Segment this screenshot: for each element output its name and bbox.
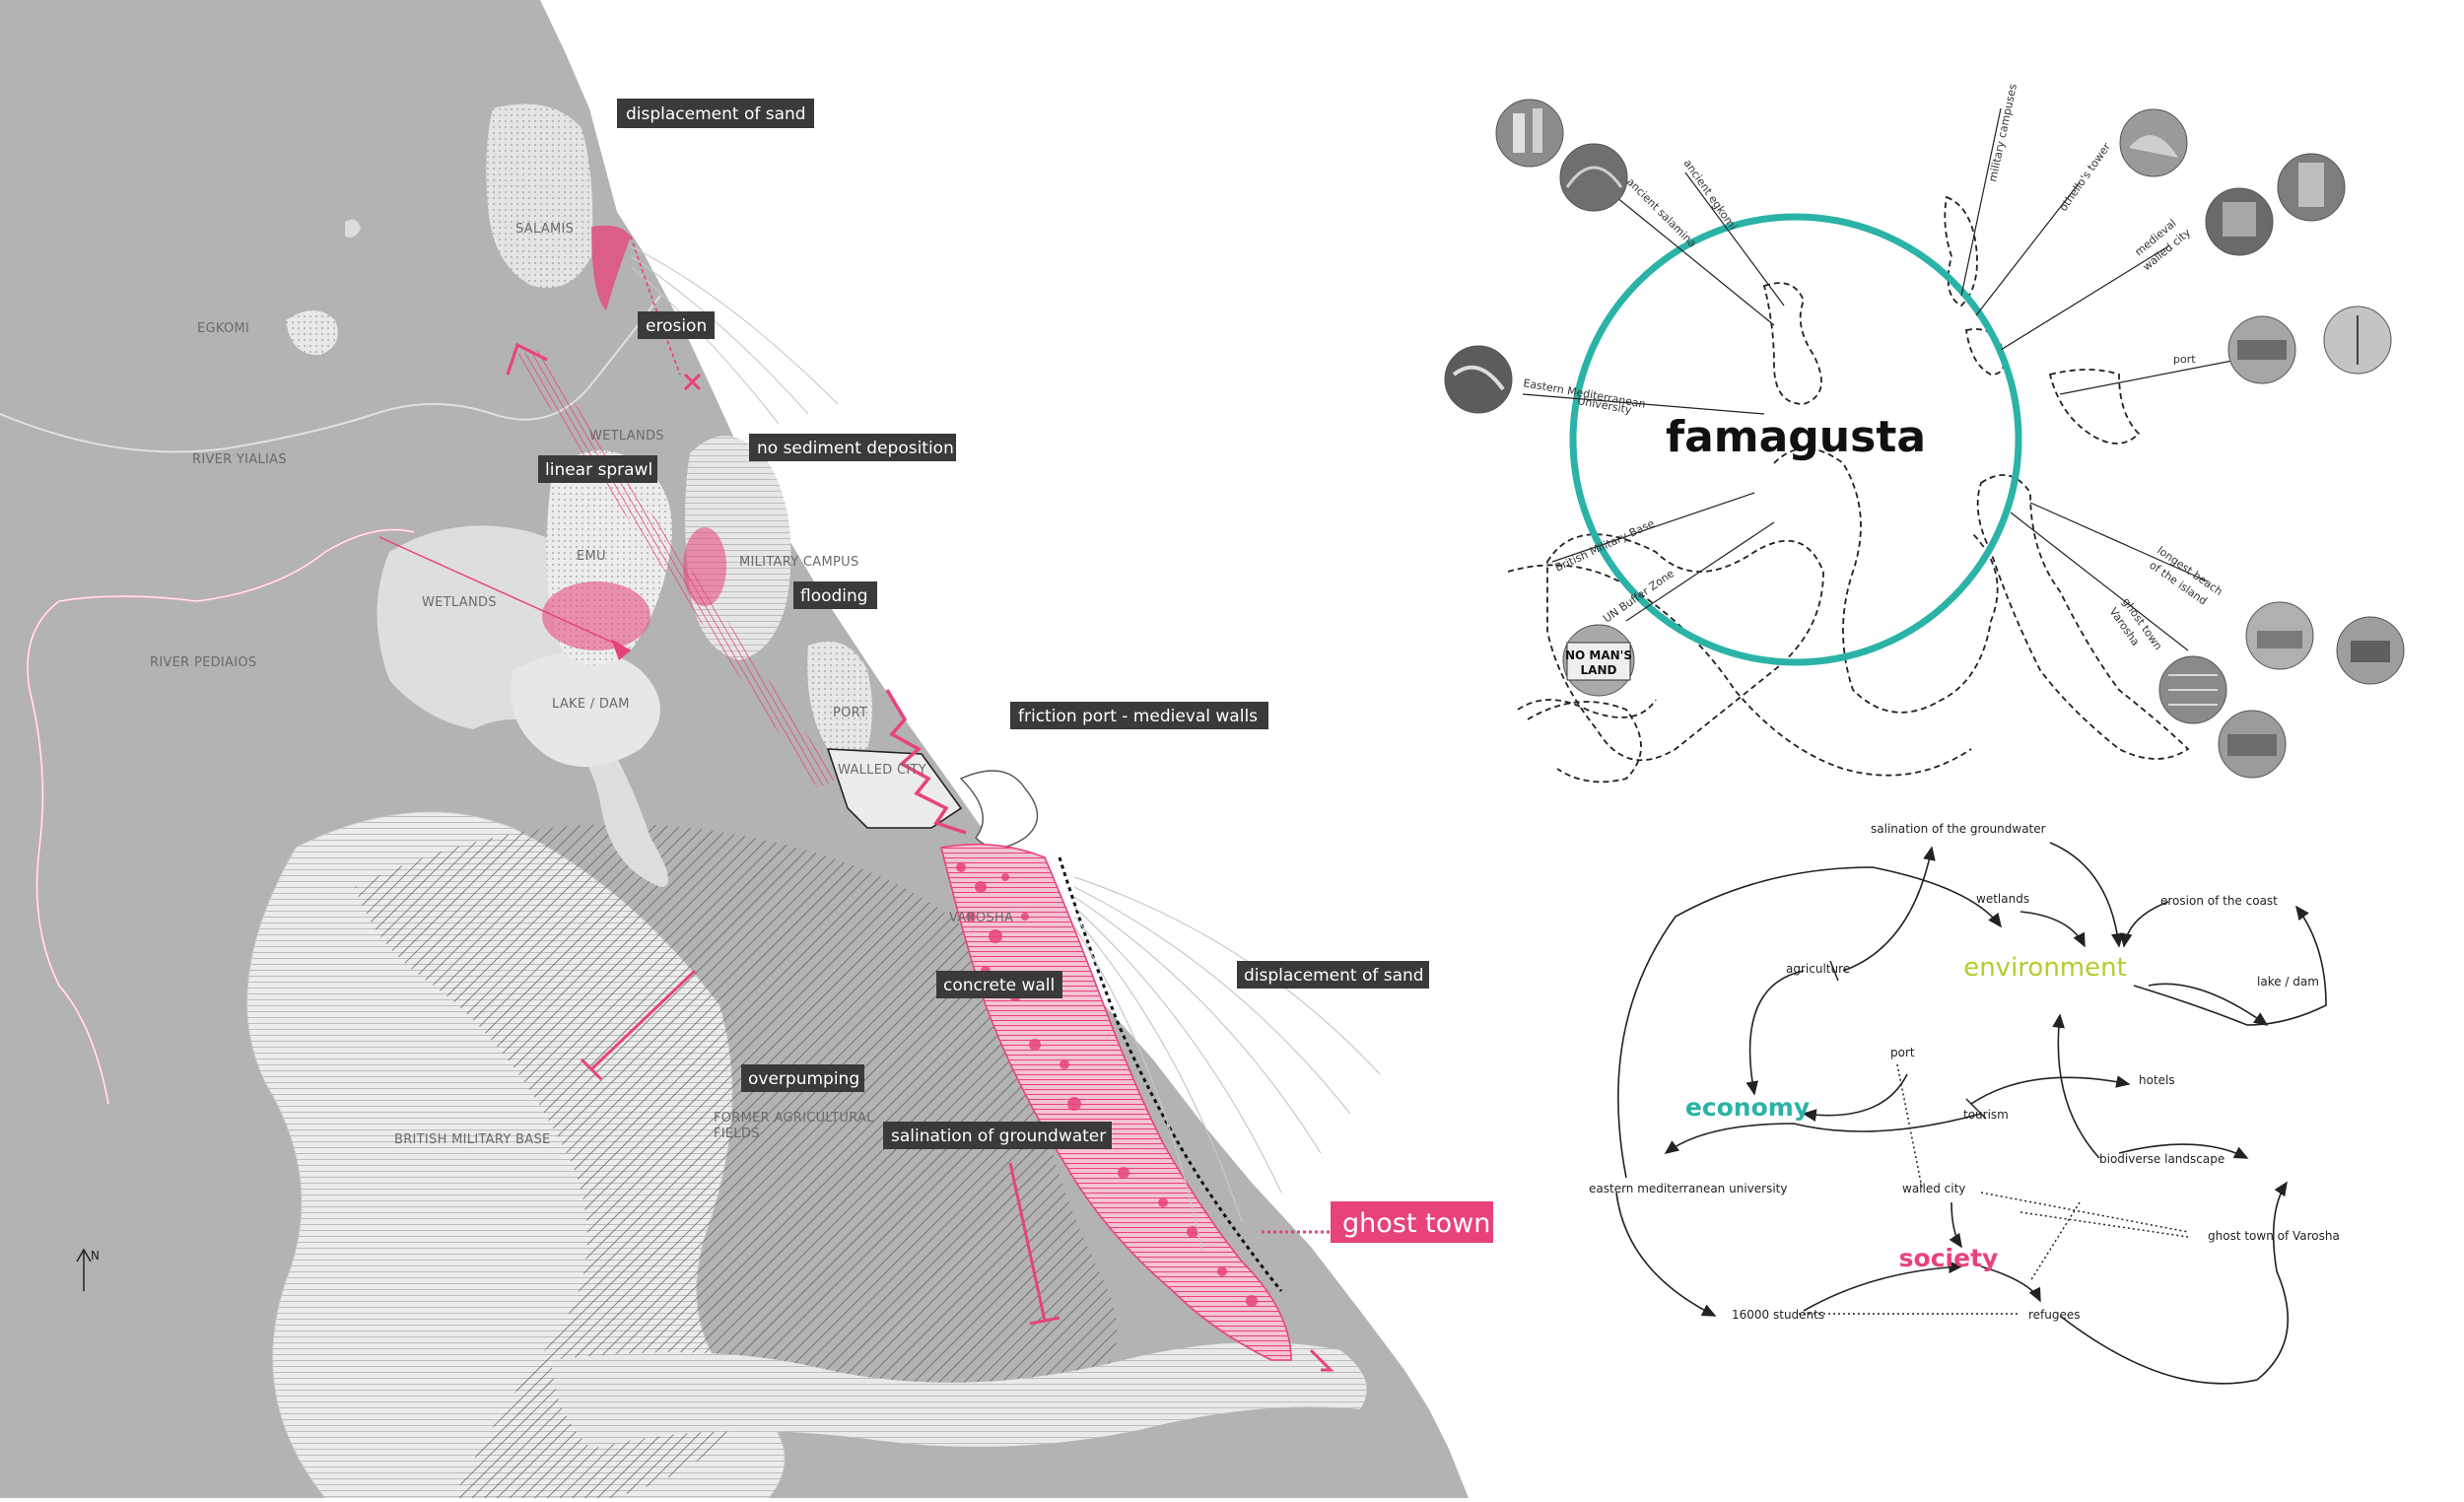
hub-society: society bbox=[1899, 1244, 1999, 1272]
svg-text:displacement of sand: displacement of sand bbox=[626, 104, 806, 124]
base-t-markers bbox=[580, 969, 1061, 1326]
photo-thumbnails: NO MAN'S LAND bbox=[1444, 99, 2405, 779]
node-agriculture: agriculture bbox=[1786, 962, 1850, 976]
label-othellos-tower: othello's tower bbox=[2057, 140, 2114, 213]
place-british-base: BRITISH MILITARY BASE bbox=[394, 1132, 551, 1147]
place-port: PORT bbox=[833, 706, 867, 720]
node-students: 16000 students bbox=[1732, 1308, 1824, 1322]
network-arrows bbox=[1615, 842, 2327, 1385]
node-port: port bbox=[1890, 1046, 1915, 1059]
place-wetlands-north: WETLANDS bbox=[589, 429, 664, 444]
tag-displacement-sand-top: displacement of sand bbox=[617, 99, 814, 128]
top-displacement-lines bbox=[630, 245, 839, 425]
photo-sign-line-1: NO MAN'S bbox=[1565, 649, 1632, 662]
place-lake-dam: LAKE / DAM bbox=[552, 697, 630, 712]
svg-text:N: N bbox=[91, 1249, 100, 1263]
label-british-base: British Military Base bbox=[1553, 516, 1657, 574]
node-refugees: refugees bbox=[2028, 1308, 2081, 1322]
node-lake-dam: lake / dam bbox=[2257, 975, 2319, 989]
hub-environment: environment bbox=[1963, 953, 2127, 983]
north-arrow-icon: N bbox=[76, 1248, 100, 1291]
svg-text:ghost town: ghost town bbox=[1342, 1208, 1490, 1239]
place-emu: EMU bbox=[577, 549, 606, 564]
place-river-yialias: RIVER YIALIAS bbox=[192, 452, 287, 467]
place-river-pediaios: RIVER PEDIAIOS bbox=[150, 655, 256, 670]
svg-text:concrete wall: concrete wall bbox=[943, 976, 1055, 995]
place-varosha: VAROSHA bbox=[949, 911, 1013, 925]
tag-flooding: flooding bbox=[793, 581, 877, 609]
concrete-wall-line bbox=[1058, 856, 1283, 1292]
svg-text:flooding: flooding bbox=[800, 586, 868, 606]
node-walled-city: walled city bbox=[1902, 1182, 1965, 1195]
node-wetlands: wetlands bbox=[1976, 892, 2029, 906]
tag-salination: salination of groundwater bbox=[883, 1122, 1112, 1149]
tag-concrete-wall: concrete wall bbox=[936, 971, 1062, 998]
diagram-leader-lines bbox=[1522, 107, 2238, 651]
svg-text:erosion: erosion bbox=[646, 316, 707, 336]
svg-text:overpumping: overpumping bbox=[748, 1069, 859, 1089]
tag-no-sediment: no sediment deposition bbox=[749, 434, 956, 461]
famagusta-ring bbox=[1569, 213, 2022, 666]
place-former-fields-1: FORMER AGRICULTURAL bbox=[714, 1111, 874, 1126]
flooding-blob bbox=[542, 581, 650, 650]
node-tourism: tourism bbox=[1963, 1108, 2009, 1122]
label-ancient-egkomi: ancient egkomi bbox=[1681, 157, 1740, 233]
diagram-title: famagusta bbox=[1666, 412, 1926, 462]
erosion-cross bbox=[683, 373, 702, 391]
walled-city-outline bbox=[826, 748, 963, 829]
tag-displacement-sand-right: displacement of sand bbox=[1237, 961, 1429, 989]
relationship-network: environment economy society salination o… bbox=[1589, 822, 2340, 1385]
node-salination: salination of the groundwater bbox=[1871, 822, 2046, 836]
friction-zigzag bbox=[885, 689, 967, 835]
place-egkomi: EGKOMI bbox=[197, 321, 249, 336]
node-hotels: hotels bbox=[2139, 1073, 2175, 1087]
node-emu: eastern mediterranean university bbox=[1589, 1182, 1787, 1195]
svg-text:salination of groundwater: salination of groundwater bbox=[891, 1126, 1106, 1146]
river-yialias bbox=[0, 295, 661, 453]
place-walled-city: WALLED CITY bbox=[838, 763, 926, 778]
place-military-campus: MILITARY CAMPUS bbox=[739, 555, 859, 570]
place-salamis: SALAMIS bbox=[515, 222, 574, 237]
svg-text:displacement of sand: displacement of sand bbox=[1244, 966, 1424, 986]
port-harbor bbox=[959, 770, 1039, 849]
network-tick-marks bbox=[1829, 960, 1987, 1120]
place-wetlands-west: WETLANDS bbox=[422, 595, 497, 610]
dashed-territory-outlines bbox=[1507, 195, 2190, 784]
tag-ghost-town: ghost town bbox=[1331, 1201, 1493, 1243]
famagusta-ring-diagram: famagusta ancient egkomi ancient salamin… bbox=[1444, 83, 2405, 784]
network-dotted-links bbox=[1799, 1063, 2189, 1315]
svg-text:no sediment deposition: no sediment deposition bbox=[757, 439, 954, 458]
node-ghost-town: ghost town of Varosha bbox=[2208, 1229, 2340, 1243]
label-port: port bbox=[2173, 353, 2196, 366]
photo-sign-line-2: LAND bbox=[1581, 663, 1617, 677]
tag-overpumping: overpumping bbox=[741, 1064, 864, 1092]
tag-erosion: erosion bbox=[638, 311, 715, 339]
hub-economy: economy bbox=[1685, 1093, 1810, 1122]
label-military-campuses: military campuses bbox=[1986, 83, 2019, 183]
svg-text:friction port - medieval walls: friction port - medieval walls bbox=[1018, 707, 1258, 726]
node-erosion: erosion of the coast bbox=[2160, 894, 2278, 908]
agricultural-fields bbox=[355, 824, 1118, 1498]
sand-displacement-lines bbox=[1073, 876, 1381, 1253]
svg-text:linear sprawl: linear sprawl bbox=[545, 460, 652, 480]
tag-friction-port: friction port - medieval walls bbox=[1010, 702, 1268, 729]
tag-linear-sprawl: linear sprawl bbox=[538, 455, 657, 483]
node-biodiverse: biodiverse landscape bbox=[2099, 1152, 2224, 1166]
place-former-fields-2: FIELDS bbox=[714, 1126, 760, 1141]
